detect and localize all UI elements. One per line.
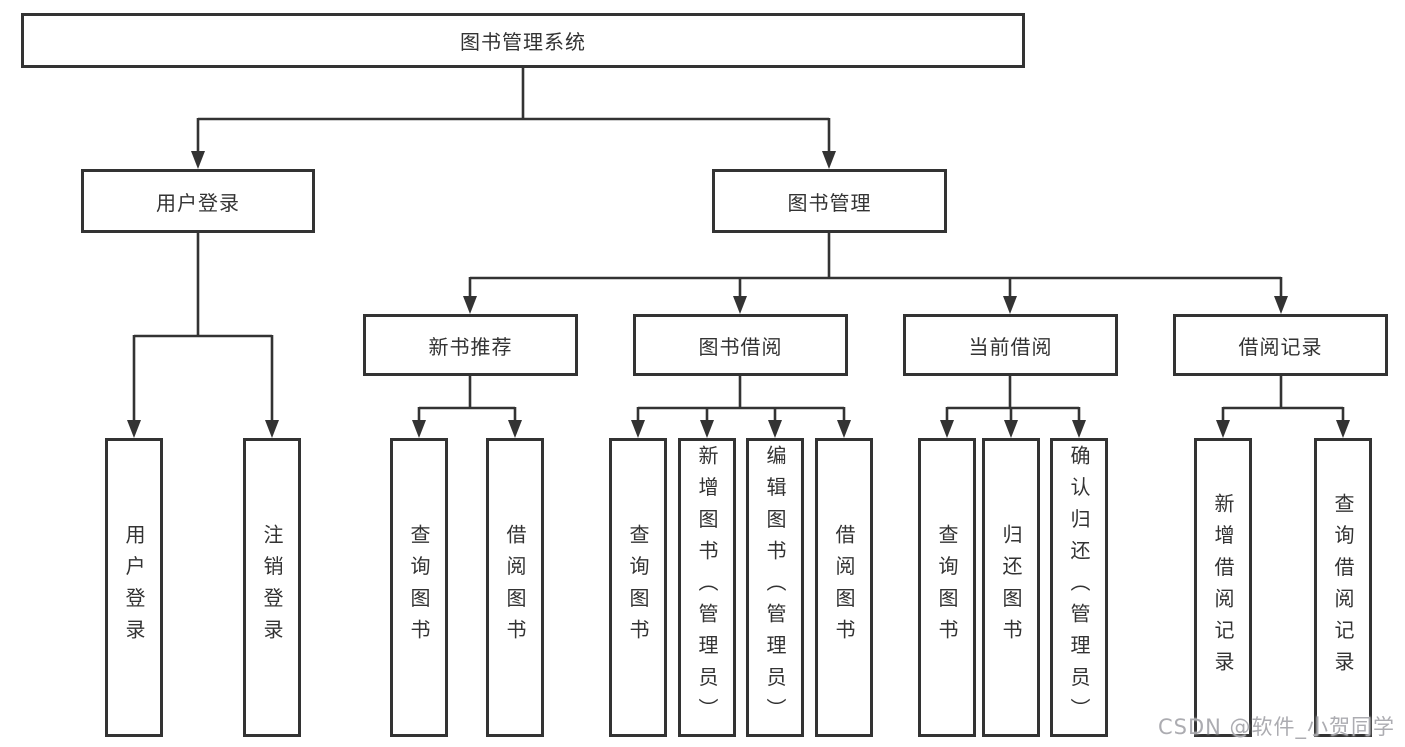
node-new-book-recommendation: 新书推荐 bbox=[363, 314, 578, 376]
node-query-books: 查询图书 bbox=[918, 438, 976, 737]
node-label: 借阅记录 bbox=[1238, 334, 1323, 359]
node-logout: 注销登录 bbox=[243, 438, 301, 737]
node-book-management: 图书管理 bbox=[712, 169, 947, 233]
arrowheads bbox=[127, 151, 1350, 438]
node-label: 当前借阅 bbox=[968, 334, 1053, 359]
node-label: 用户登录 bbox=[156, 190, 240, 215]
node-add-book-admin: 新增图书（管理员） bbox=[678, 438, 736, 737]
node-label: 查询图书 bbox=[935, 524, 959, 651]
node-label: 查询图书 bbox=[407, 524, 431, 651]
node-label: 用户登录 bbox=[122, 524, 146, 651]
node-label: 图书管理 bbox=[787, 190, 872, 215]
node-label: 编辑图书（管理员） bbox=[763, 445, 787, 730]
node-query-books: 查询图书 bbox=[609, 438, 667, 737]
node-add-borrow-record: 新增借阅记录 bbox=[1194, 438, 1252, 737]
node-query-borrow-record: 查询借阅记录 bbox=[1314, 438, 1372, 737]
node-label: 新增借阅记录 bbox=[1211, 492, 1235, 683]
node-edit-book-admin: 编辑图书（管理员） bbox=[746, 438, 804, 737]
node-label: 确认归还（管理员） bbox=[1067, 445, 1091, 730]
node-query-books: 查询图书 bbox=[390, 438, 448, 737]
node-label: 归还图书 bbox=[999, 524, 1023, 651]
csdn-watermark: CSDN @软件_小贺同学 bbox=[1158, 715, 1396, 739]
node-borrowing-records: 借阅记录 bbox=[1173, 314, 1388, 376]
node-label: 借阅图书 bbox=[832, 524, 856, 651]
node-return-book: 归还图书 bbox=[982, 438, 1040, 737]
node-user-login: 用户登录 bbox=[81, 169, 315, 233]
node-borrow-books: 借阅图书 bbox=[486, 438, 544, 737]
node-label: 新书推荐 bbox=[428, 334, 513, 359]
node-label: 查询借阅记录 bbox=[1331, 492, 1355, 683]
node-borrow-books: 借阅图书 bbox=[815, 438, 873, 737]
node-label: 图书借阅 bbox=[698, 334, 783, 359]
node-confirm-return-admin: 确认归还（管理员） bbox=[1050, 438, 1108, 737]
node-current-borrowing: 当前借阅 bbox=[903, 314, 1118, 376]
node-label: 注销登录 bbox=[260, 524, 284, 651]
node-label: 借阅图书 bbox=[503, 524, 527, 651]
node-user-login-leaf: 用户登录 bbox=[105, 438, 163, 737]
node-label: 查询图书 bbox=[626, 524, 650, 651]
node-label: 新增图书（管理员） bbox=[695, 445, 719, 730]
node-library-management-system: 图书管理系统 bbox=[21, 13, 1025, 68]
node-book-borrowing: 图书借阅 bbox=[633, 314, 848, 376]
node-label: 图书管理系统 bbox=[460, 30, 586, 54]
